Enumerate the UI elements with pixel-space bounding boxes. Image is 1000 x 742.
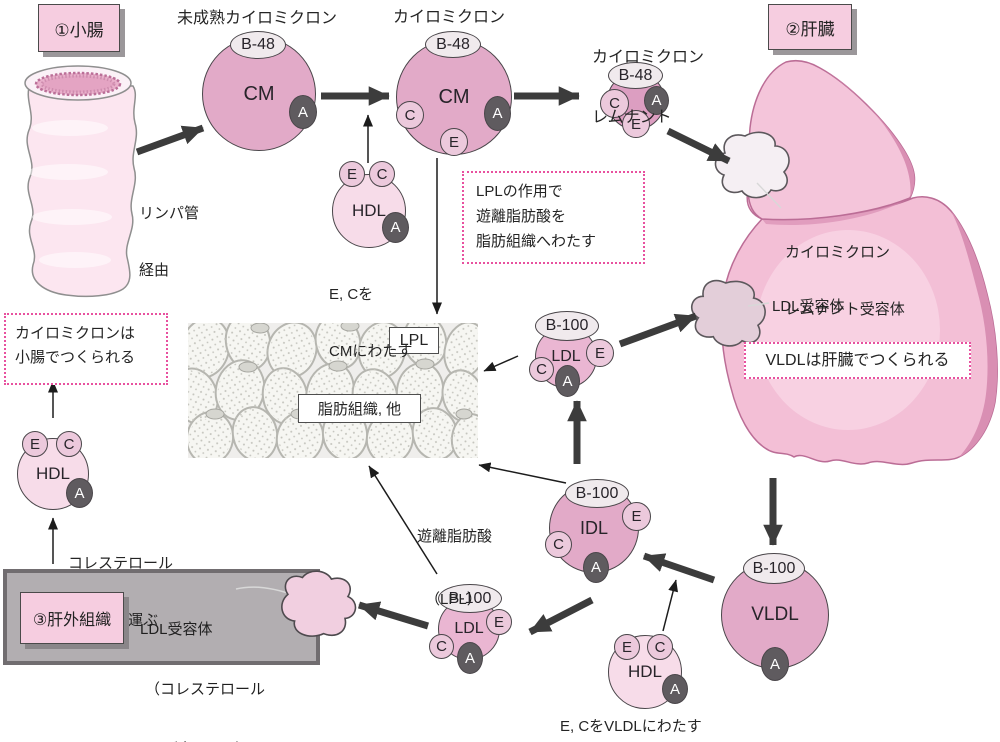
pointer-line	[747, 302, 770, 307]
title-chylomicron: カイロミクロン	[393, 9, 506, 26]
apo-e-badge: E	[440, 128, 468, 156]
apo-b100-badge: B-100	[535, 311, 599, 341]
section-label-extrahepatic: ③肝外組織	[20, 592, 124, 644]
arrow-vldl-to-idl	[642, 552, 716, 584]
arrow-lower-ldl-to-adipose	[368, 465, 438, 575]
title-immature-chylomicron: 未成熟カイロミクロン	[177, 10, 338, 27]
note-line: 脂肪組織へわたす	[476, 233, 597, 250]
note-vldl-made-in-liver: VLDLは肝臓でつくられる	[744, 342, 971, 379]
arrow-ldl-to-adipose	[483, 355, 519, 372]
caption-line: レムナント受容体	[785, 301, 905, 318]
section-label-extrahepatic-text: ③肝外組織	[32, 612, 112, 629]
apo-c-badge: C	[56, 431, 82, 457]
lpl-tag-text: LPL	[399, 331, 429, 349]
apo-a-badge: A	[66, 478, 93, 508]
apo-e-badge: E	[614, 634, 640, 660]
caption-hdl-gives-ec-to-vldl: E, CをVLDLにわたす	[560, 718, 702, 735]
apo-b100-badge: B-100	[565, 479, 629, 508]
extrahepatic-tissue-box	[3, 567, 360, 665]
apo-e-badge: E	[22, 431, 48, 457]
note-line: 小腸でつくられる	[15, 349, 136, 366]
caption-line: リンパ管	[139, 205, 200, 222]
apo-e-badge: E	[622, 502, 651, 531]
apo-b48-badge: B-48	[425, 31, 481, 58]
apo-e-badge: E	[339, 161, 365, 187]
apo-b48-badge: B-48	[230, 31, 286, 59]
note-line: LPLの作用で	[476, 183, 563, 200]
flow-arrows	[135, 86, 783, 636]
caption-ldl-receptor: LDL受容体	[772, 298, 845, 315]
apo-b100-badge: B-100	[438, 584, 502, 613]
title-chylomicron-remnant: カイロミクロン レムナント	[592, 8, 704, 168]
apo-a-badge: A	[761, 647, 789, 681]
caption-lymph-route: リンパ管 経由	[139, 166, 199, 318]
liver-illustration	[720, 59, 998, 466]
caption-line: E, Cを	[329, 286, 374, 303]
arrow-idl-to-adipose	[478, 462, 567, 484]
caption-line: 経由	[139, 262, 170, 279]
apo-c-badge: C	[429, 634, 454, 659]
apo-e-badge: E	[622, 110, 650, 138]
apo-e-badge: E	[486, 609, 512, 635]
caption-extrahepatic-ldl-receptor: LDL受容体 （コレステロール が多いLDL）	[140, 580, 265, 742]
apo-a-badge: A	[662, 674, 688, 704]
section-label-intestine-text: ①小腸	[54, 20, 104, 40]
arrow-intestine-to-cm	[135, 124, 205, 156]
apo-c-badge: C	[529, 357, 554, 382]
note-line: VLDLは肝臓でつくられる	[765, 352, 950, 369]
apo-a-badge: A	[644, 86, 669, 115]
caption-line: LDL受容体	[140, 621, 213, 638]
apo-a-badge: A	[382, 212, 409, 243]
title-line: レムナント	[592, 109, 672, 126]
arrow-hdl-to-vldl	[662, 579, 679, 632]
small-intestine-illustration	[24, 65, 138, 298]
caption-line: （LPL）	[425, 591, 482, 608]
note-cm-made-in-intestine: カイロミクロンは 小腸でつくられる	[4, 313, 168, 385]
title-line: カイロミクロン	[592, 49, 705, 66]
apo-b100-badge: B-100	[743, 553, 805, 584]
adipose-tissue-tag-text: 脂肪組織, 他	[317, 401, 402, 418]
apo-a-badge: A	[555, 365, 580, 397]
note-line: 遊離脂肪酸を	[476, 208, 567, 225]
arrow-remnant-to-liver	[666, 127, 731, 165]
adipose-tissue-tag: 脂肪組織, 他	[298, 394, 421, 423]
apo-a-badge: A	[457, 642, 483, 674]
apo-b48-badge: B-48	[608, 62, 663, 89]
apo-c-badge: C	[647, 634, 673, 660]
apo-a-badge: A	[289, 95, 317, 129]
arrow-ldl-to-tissue-receptor	[357, 601, 430, 630]
apo-c-badge: C	[600, 89, 629, 118]
caption-free-fatty-acid: 遊離脂肪酸 （LPL）	[417, 484, 492, 652]
note-lpl-action: LPLの作用で 遊離脂肪酸を 脂肪組織へわたす	[462, 171, 645, 264]
caption-line: CMにわたす	[329, 343, 413, 360]
caption-line: 遊離脂肪酸	[417, 528, 493, 545]
transfer-arrows	[48, 114, 679, 632]
caption-line: カイロミクロン	[785, 244, 891, 261]
section-label-liver: ②肝臓	[768, 4, 852, 50]
pointer-line	[756, 182, 782, 209]
caption-hdl-gives-ec-to-cm: E, Cを CMにわたす	[329, 247, 412, 399]
section-label-intestine: ①小腸	[38, 4, 120, 52]
apo-a-badge: A	[583, 552, 609, 583]
apo-c-badge: C	[545, 531, 572, 558]
note-line: カイロミクロンは	[15, 325, 136, 342]
arrow-idl-to-lower-ldl	[528, 596, 594, 636]
apo-c-badge: C	[396, 101, 424, 129]
lpl-tag: LPL	[389, 327, 439, 354]
apo-e-badge: E	[586, 339, 614, 367]
arrow-ldl-to-liver-receptor	[618, 312, 698, 348]
apo-c-badge: C	[369, 161, 395, 187]
caption-line: （コレステロール	[145, 681, 266, 698]
caption-line: コレステロール	[68, 555, 174, 572]
caption-remnant-receptor: カイロミクロン レムナント受容体	[785, 205, 905, 357]
section-label-liver-text: ②肝臓	[785, 19, 835, 39]
apo-a-badge: A	[484, 96, 511, 131]
